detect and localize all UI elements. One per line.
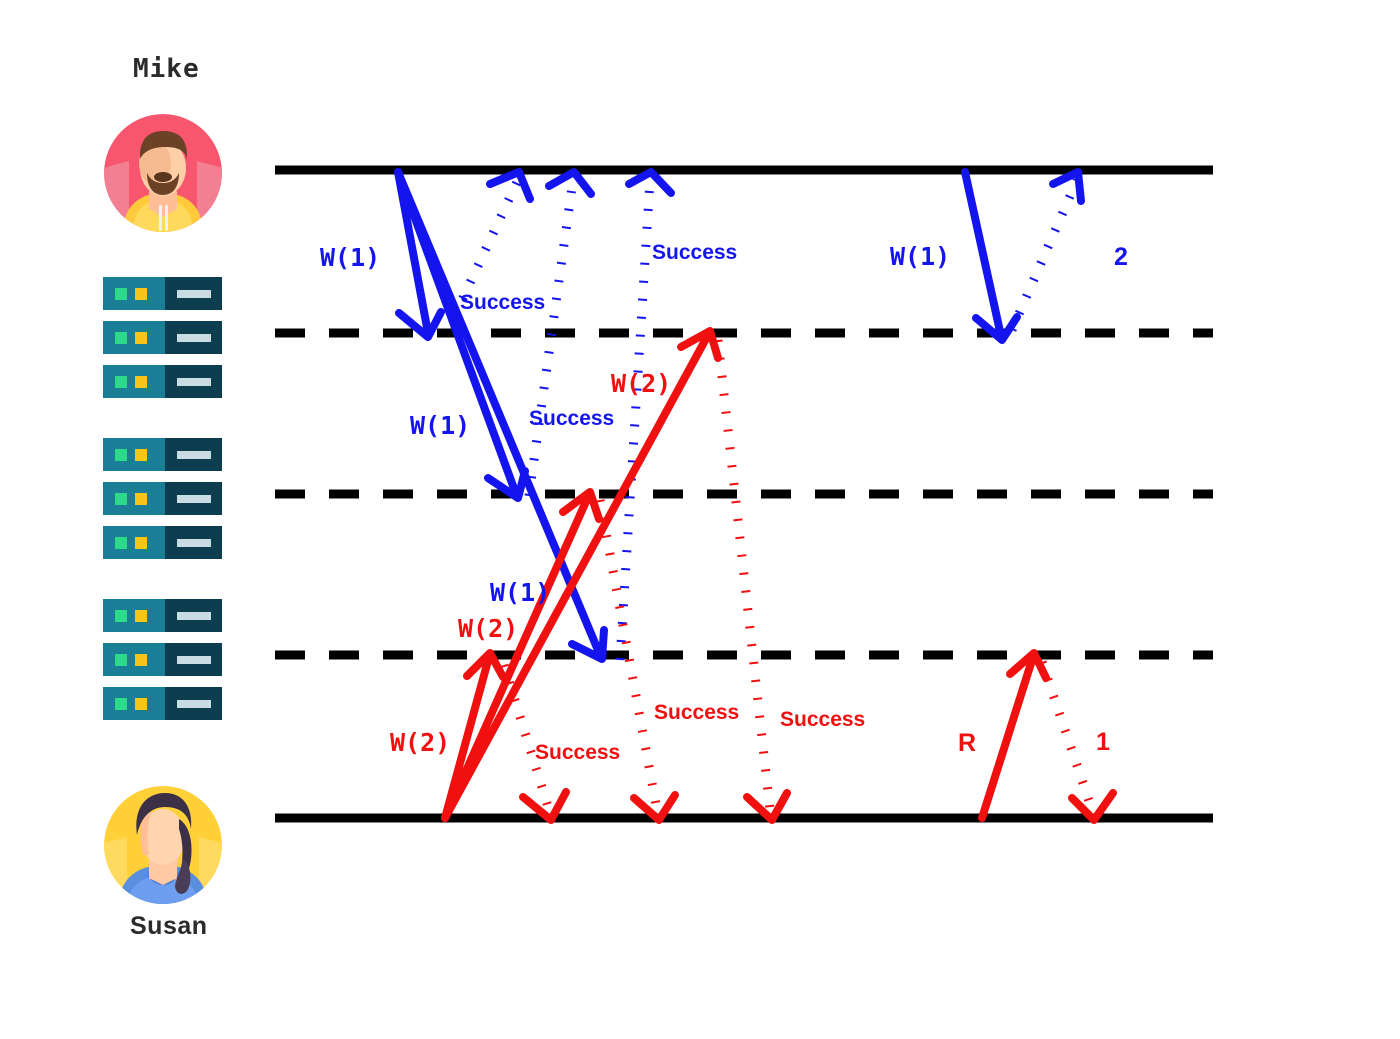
male-avatar-icon (104, 114, 222, 232)
ack-right-r1-to-top-shaft (1007, 178, 1082, 332)
label-m11: Success (654, 701, 739, 724)
ack-r3-to-bottom-shaft (499, 663, 554, 812)
bottom-actor-name: Susan (130, 912, 208, 940)
value-r3-to-bottom-shaft (1037, 660, 1097, 812)
arrow-write2-bottom-to-r2 (441, 488, 603, 822)
label-m1: W(1) (320, 243, 380, 272)
label-m6: W(2) (611, 369, 671, 398)
label-m12: Success (780, 708, 865, 731)
ack-r1-head (486, 168, 534, 203)
label-m2: Success (460, 291, 545, 314)
ack-right-r1-head (1049, 168, 1085, 205)
label-m4: W(1) (410, 411, 470, 440)
label-m8: W(2) (458, 614, 518, 643)
server-rack-icon-2 (103, 438, 222, 559)
arrow-write2-bottom-to-r1 (441, 327, 722, 822)
server-rack-icon-1 (103, 277, 222, 398)
label-m10: Success (535, 741, 620, 764)
female-avatar-icon (104, 786, 222, 904)
ack-r2-bottom-head (630, 791, 679, 824)
message-labels: W(1) Success Success W(1) Success W(2) W… (320, 241, 1128, 764)
arrow-read-bottom-to-r3 (978, 649, 1050, 822)
label-m7: W(1) (490, 578, 550, 607)
label-m9: W(2) (390, 728, 450, 757)
ack-r1-bottom-head (743, 789, 791, 824)
server-rack-icon-3 (103, 599, 222, 720)
ack-r3-head (625, 168, 675, 197)
label-m16: 1 (1096, 728, 1110, 756)
value-r3-bottom-head (1068, 789, 1117, 824)
blue-dotted-arrowheads (486, 168, 1085, 205)
arrow-write1-right-top-to-r1 (961, 168, 1021, 344)
red-dotted-arrowheads (519, 788, 1117, 824)
ack-r3-to-top-shaft (615, 179, 655, 661)
blue-solid-arrows (394, 168, 1021, 663)
red-dotted-arrows (499, 339, 1097, 812)
ack-r3-bottom-head (519, 788, 570, 824)
arrow-write1-top-to-r1 (394, 168, 445, 341)
label-m5: Success (529, 407, 614, 430)
label-m14: 2 (1114, 243, 1128, 271)
ack-r2-to-top-shaft (524, 179, 578, 497)
label-m13: W(1) (890, 242, 950, 271)
arrow-write2-bottom-to-r3 (441, 649, 507, 822)
ack-r1-to-bottom-shaft (713, 339, 775, 811)
label-m15: R (958, 729, 976, 757)
label-m3: Success (652, 241, 737, 264)
red-solid-arrows (441, 327, 1050, 822)
top-actor-name: Mike (133, 54, 200, 84)
arrow-write1-top-to-r3 (394, 168, 608, 663)
ack-r2-head (545, 168, 595, 198)
lifelines (275, 165, 1213, 823)
